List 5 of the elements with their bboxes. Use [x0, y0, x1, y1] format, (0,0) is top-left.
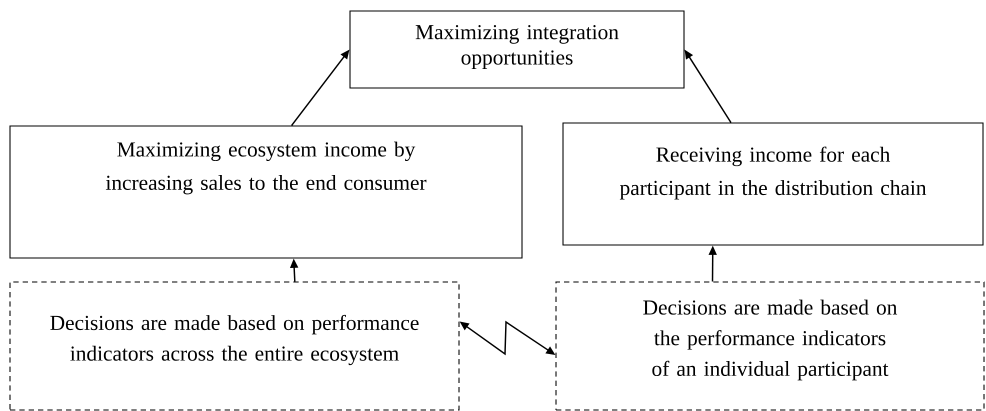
process-box: Receiving income for each participant in the distribution chain [562, 122, 984, 246]
process-box: Maximizing integration opportunities [349, 10, 685, 89]
process-box: Maximizing ecosystem income by increasing sales to the end consumer [9, 125, 523, 259]
dashed-box: Decisions are made based on the performance indicators of an individual participant [555, 281, 985, 411]
dashed-box: Decisions are made based on performance indicators across the entire ecosystem [9, 281, 460, 411]
